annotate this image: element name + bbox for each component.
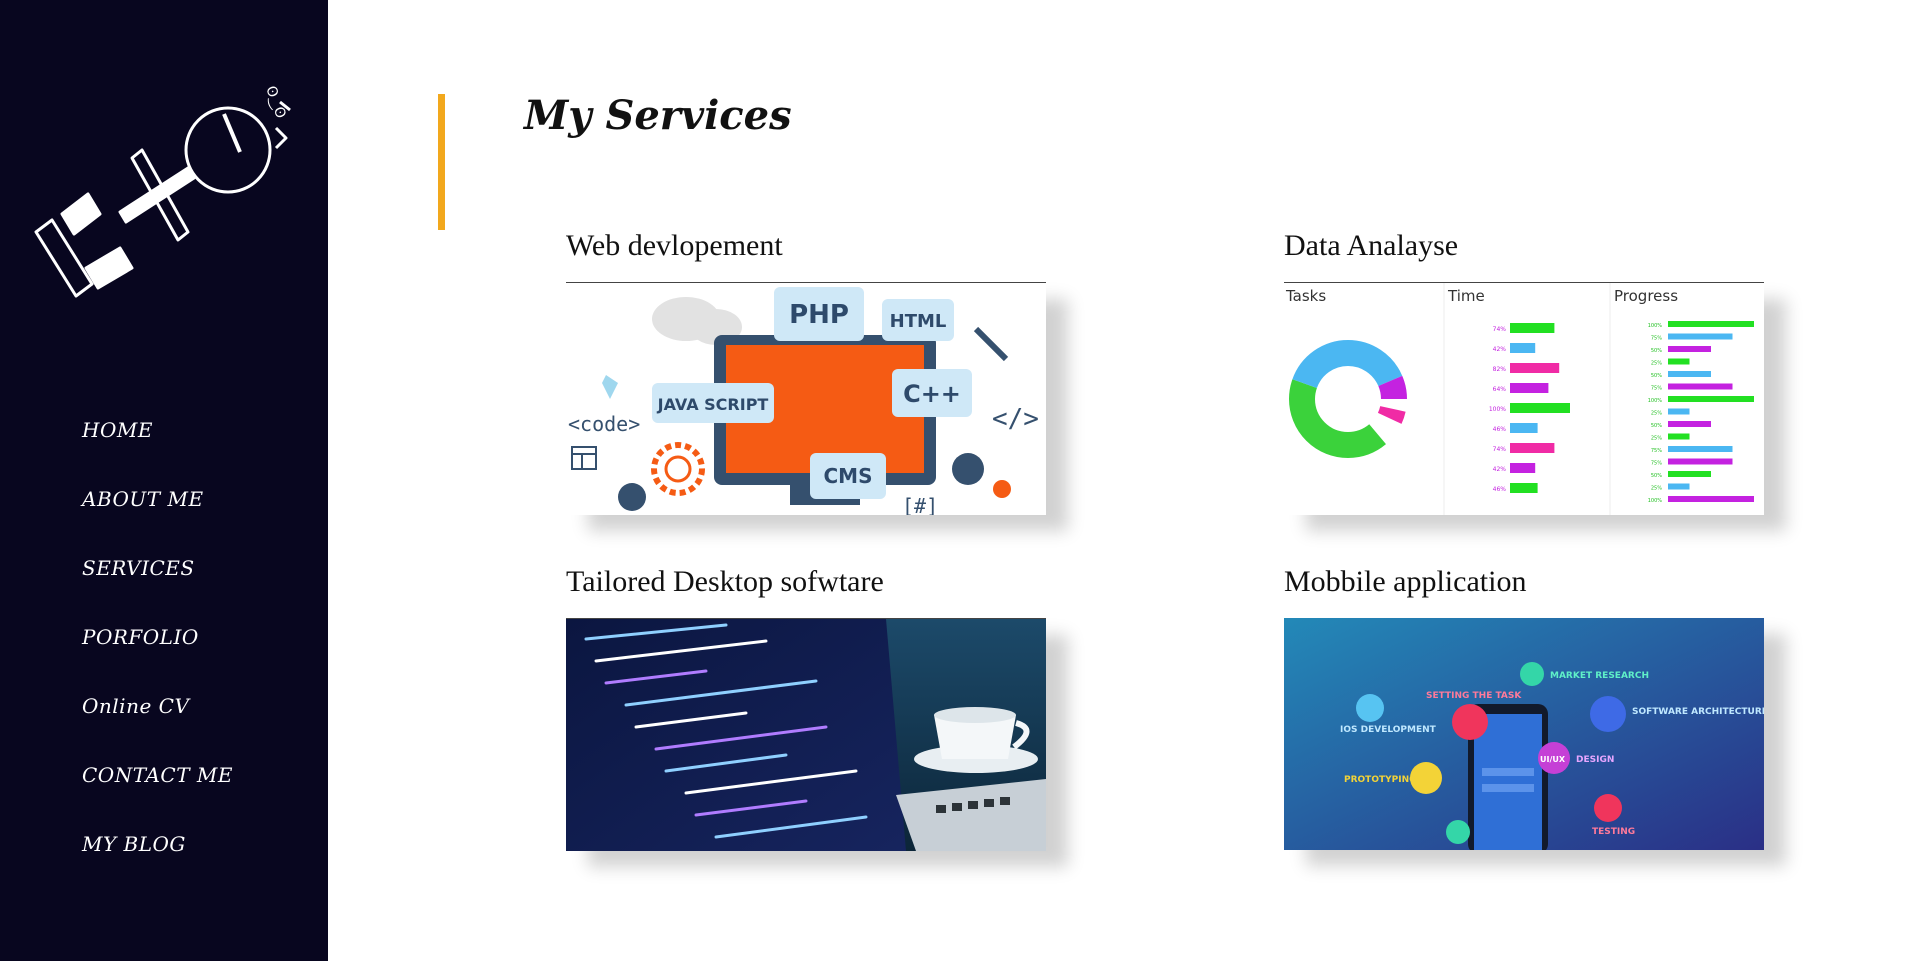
label-cms: CMS xyxy=(824,464,873,488)
sidebar: ʘ‿ʘ HOME ABOUT ME SERVICES PORFOLIO Onli… xyxy=(0,0,328,961)
time-bar xyxy=(1510,363,1560,373)
header-progress: Progress xyxy=(1614,287,1678,305)
service-image-desktop[interactable] xyxy=(566,619,1046,851)
progress-label: 25% xyxy=(1651,436,1662,442)
label-prototyping: PROTOTYPING xyxy=(1344,775,1417,785)
divider xyxy=(566,618,1046,619)
label-setting-task: SETTING THE TASK xyxy=(1426,691,1522,701)
time-bar xyxy=(1510,403,1570,413)
time-bar xyxy=(1510,383,1549,393)
progress-label: 50% xyxy=(1651,348,1662,354)
progress-label: 75% xyxy=(1651,461,1662,467)
progress-label: 100% xyxy=(1648,398,1663,404)
label-design: DESIGN xyxy=(1576,755,1614,765)
progress-bar xyxy=(1668,483,1690,490)
logo-icon[interactable]: ʘ‿ʘ xyxy=(28,72,308,317)
label-slash-tag: </> xyxy=(992,404,1039,434)
time-label: 46% xyxy=(1493,426,1507,433)
service-title: Data Analayse xyxy=(1284,229,1459,262)
label-hash: [#] xyxy=(902,494,938,515)
progress-bar xyxy=(1668,396,1754,402)
nav-online-cv[interactable]: Online CV xyxy=(82,694,190,718)
label-javascript: JAVA SCRIPT xyxy=(657,395,769,414)
service-card-mobile: Mobbile application xyxy=(1284,560,1764,850)
nav-about-me[interactable]: ABOUT ME xyxy=(82,487,204,511)
service-card-desktop: Tailored Desktop sofwtare xyxy=(566,560,1046,851)
progress-label: 75% xyxy=(1651,386,1662,392)
progress-label: 50% xyxy=(1651,373,1662,379)
time-label: 46% xyxy=(1493,486,1507,493)
progress-bar xyxy=(1668,408,1690,415)
progress-bar xyxy=(1668,458,1733,465)
label-architecture: SOFTWARE ARCHITECTURE PLANNING xyxy=(1632,707,1764,717)
progress-label: 75% xyxy=(1651,448,1662,454)
page-title: My Services xyxy=(524,92,792,139)
service-image-mobile[interactable]: MARKET RESEARCH SETTING THE TASK IOS DEV… xyxy=(1284,618,1764,850)
service-title: Tailored Desktop sofwtare xyxy=(566,565,884,598)
time-label: 82% xyxy=(1493,366,1507,373)
progress-label: 100% xyxy=(1648,323,1663,329)
accent-bar xyxy=(438,94,445,230)
time-bar xyxy=(1510,343,1536,353)
time-bar xyxy=(1510,443,1555,453)
nav-home[interactable]: HOME xyxy=(82,418,153,442)
time-label: 42% xyxy=(1493,466,1507,473)
header-time: Time xyxy=(1447,287,1485,305)
nav-menu: HOME ABOUT ME SERVICES PORFOLIO Online C… xyxy=(82,410,233,893)
progress-bar xyxy=(1668,358,1690,365)
progress-label: 75% xyxy=(1651,336,1662,342)
time-label: 100% xyxy=(1489,406,1506,413)
service-card-data: Data Analayse Tasks Time Progress 74% 42%… xyxy=(1284,224,1764,515)
progress-label: 25% xyxy=(1651,486,1662,492)
progress-label: 25% xyxy=(1651,411,1662,417)
progress-label: 100% xyxy=(1648,498,1663,504)
label-cpp: C++ xyxy=(903,380,961,408)
time-bar xyxy=(1510,423,1538,433)
nav-services[interactable]: SERVICES xyxy=(82,556,195,580)
nav-portfolio[interactable]: PORFOLIO xyxy=(82,625,199,649)
label-market-research: MARKET RESEARCH xyxy=(1550,671,1649,681)
service-title: Mobbile application xyxy=(1284,565,1527,598)
label-php: PHP xyxy=(789,300,849,330)
service-image-web[interactable]: PHP HTML JAVA SCRIPT C++ CMS <code> </> … xyxy=(566,283,1046,515)
service-image-data[interactable]: Tasks Time Progress 74% 42% 82% 64% 100% 46% 7… xyxy=(1284,283,1764,515)
progress-bar xyxy=(1668,371,1711,377)
time-bar xyxy=(1510,463,1536,473)
progress-bar xyxy=(1668,471,1711,477)
divider xyxy=(1284,282,1764,283)
time-label: 64% xyxy=(1493,386,1507,393)
progress-label: 50% xyxy=(1651,473,1662,479)
service-title: Web devlopement xyxy=(566,229,783,262)
time-bar xyxy=(1510,323,1555,333)
svg-text:ʘ‿ʘ: ʘ‿ʘ xyxy=(262,84,288,121)
progress-bar xyxy=(1668,346,1711,352)
time-bar xyxy=(1510,483,1538,493)
progress-bar xyxy=(1668,433,1690,440)
time-label: 42% xyxy=(1493,346,1507,353)
progress-bar xyxy=(1668,496,1754,502)
label-code-tag: <code> xyxy=(568,412,640,436)
label-uiux: UI/UX xyxy=(1540,755,1566,764)
service-card-web: Web devlopement PHP HTML JAVA SCRIPT xyxy=(566,224,1046,515)
time-label: 74% xyxy=(1493,326,1507,333)
header-tasks: Tasks xyxy=(1285,287,1326,305)
progress-label: 50% xyxy=(1651,423,1662,429)
nav-my-blog[interactable]: MY BLOG xyxy=(82,832,186,856)
time-label: 74% xyxy=(1493,446,1507,453)
divider xyxy=(566,282,1046,283)
progress-bar xyxy=(1668,321,1754,327)
progress-bar xyxy=(1668,333,1733,340)
label-testing: TESTING xyxy=(1592,827,1635,837)
progress-bar xyxy=(1668,446,1733,452)
progress-bar xyxy=(1668,421,1711,427)
label-ios-development: IOS DEVELOPMENT xyxy=(1340,725,1437,735)
progress-bar xyxy=(1668,383,1733,390)
label-html: HTML xyxy=(890,311,947,332)
nav-contact-me[interactable]: CONTACT ME xyxy=(82,763,233,787)
progress-label: 25% xyxy=(1651,361,1662,367)
